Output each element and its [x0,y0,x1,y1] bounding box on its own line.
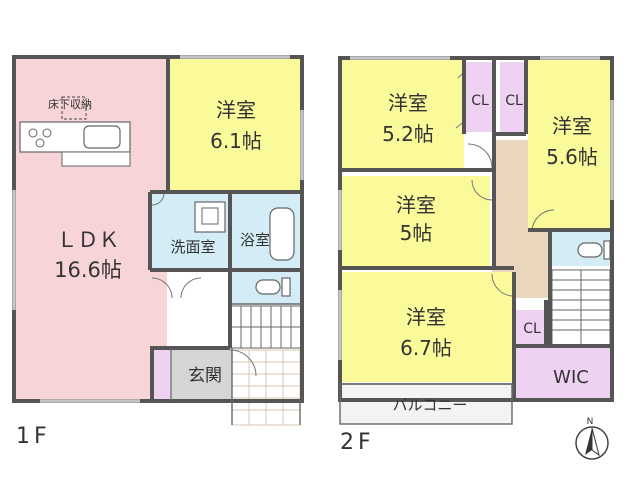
western-room-b [528,60,610,228]
porch-tiles [231,349,301,426]
western-room-a [342,60,464,169]
toilet-icon-1f [255,277,291,297]
ldk-size: 16.6帖 [54,258,122,282]
western-room-c-name: 洋室 [396,193,436,217]
western-room-d-name: 洋室 [406,305,446,329]
washbasin [194,201,226,233]
underfloor-storage-label: 床下収納 [48,97,92,111]
closet-2-label: CL [505,93,523,109]
ldk-area [15,58,167,400]
wic-area [516,348,610,400]
walls-2f [338,56,614,425]
floor-2-label: 2F [340,430,375,455]
floor-1-plan: ＬＤＫ 16.6帖 床下収納 洋室 6.1帖 洗面室 浴室 玄関 [12,55,304,426]
bathtub [269,207,295,261]
western-room-d-size: 6.7帖 [400,336,452,360]
kitchen-sink [83,125,121,149]
western-room-1f-size: 6.1帖 [210,129,262,153]
closet-1-label: CL [471,93,489,109]
closet-2 [500,62,526,132]
storage-under-stairs [154,350,170,400]
floor-2-plan: 洋室 5.2帖 CL CL 洋室 5.6帖 洋室 5帖 洋室 6.7帖 CL W… [338,56,614,425]
washroom-label: 洗面室 [170,238,215,256]
kitchen-side-counter [61,151,131,167]
stairs-2f [551,269,611,347]
washing-machine [201,207,219,225]
closet-3 [516,310,544,346]
western-room-b-size: 5.6帖 [546,145,598,169]
western-room-c-size: 5帖 [400,221,433,245]
floor-1-label: 1F [16,424,51,449]
western-room-1f-name: 洋室 [216,98,256,122]
bathroom-label: 浴室 [240,231,270,249]
wic-label: WIC [553,367,589,388]
stairs-1f [230,305,302,349]
western-room-d [342,272,514,382]
entrance-area [172,350,232,400]
western-room-a-name: 洋室 [388,91,428,115]
doors-1f [151,192,257,377]
western-room-b-name: 洋室 [552,114,592,138]
western-room-a-size: 5.2帖 [382,122,434,146]
stove-icon [28,128,52,148]
ldk-name: ＬＤＫ [57,228,120,252]
western-room-1f [169,58,301,190]
underfloor-storage-hatch [61,96,87,120]
closet-3-label: CL [523,321,541,337]
balcony-area [340,384,512,424]
entrance-label: 玄関 [188,366,222,386]
western-room-c [342,176,490,266]
balcony-label: バルコニー [393,396,468,414]
north-label: N [587,417,594,427]
closet-1 [466,62,492,132]
north-arrow-icon: N [575,417,609,460]
toilet-icon-2f [577,240,611,260]
